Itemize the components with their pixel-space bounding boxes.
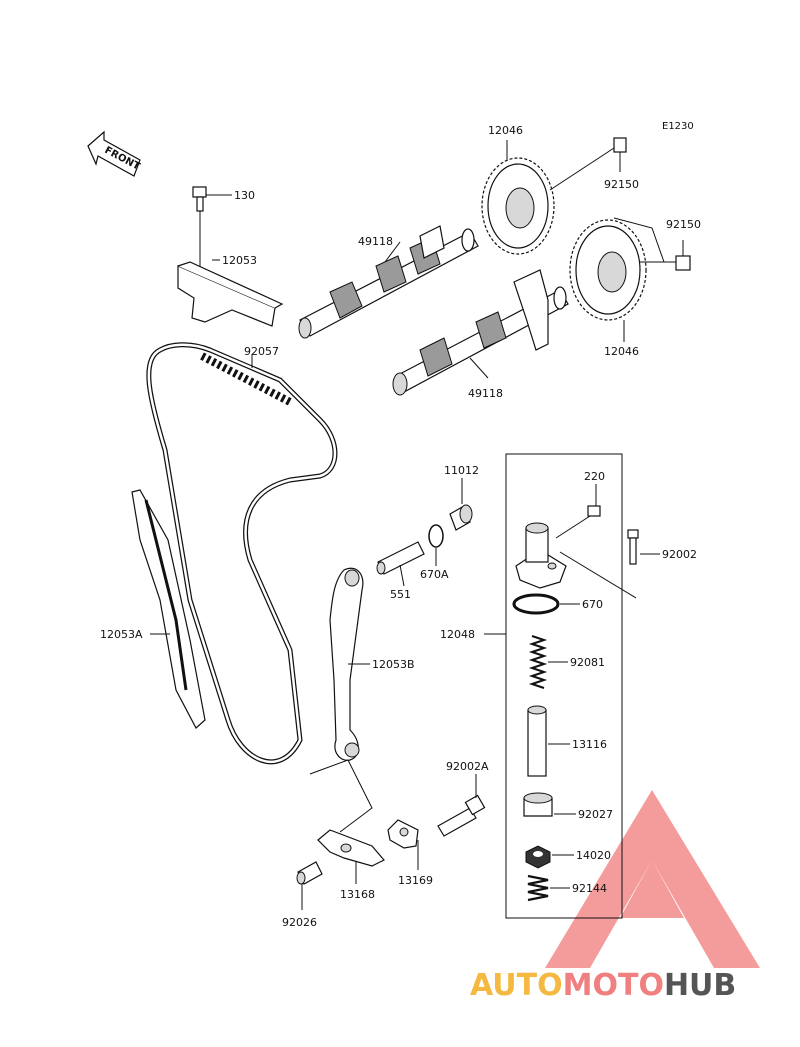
watermark-auto: AUTO — [470, 968, 563, 1003]
plate-13169 — [387, 819, 419, 870]
label-14020: 14020 — [576, 849, 611, 862]
collar-92026 — [296, 861, 323, 910]
chain-guide-12053 — [177, 259, 284, 327]
camshaft-49118-top — [298, 225, 479, 339]
label-13169: 13169 — [398, 874, 433, 887]
label-11012: 11012 — [444, 464, 479, 477]
label-92144: 92144 — [572, 882, 607, 895]
plunger-13116 — [527, 705, 570, 777]
label-92002A: 92002A — [446, 760, 489, 773]
label-13116: 13116 — [572, 738, 607, 751]
label-670: 670 — [582, 598, 603, 611]
watermark-triangle-icon — [545, 790, 760, 968]
label-92150-b: 92150 — [666, 218, 701, 231]
stopper-14020 — [525, 845, 574, 869]
label-92027: 92027 — [578, 808, 613, 821]
tensioner-body — [515, 522, 637, 599]
sprocket-12046-top — [481, 157, 555, 255]
label-12053A: 12053A — [100, 628, 143, 641]
bolt-92150-a — [549, 137, 627, 191]
chain-guide-12053A — [131, 489, 206, 729]
tensioner-guide-12053B — [329, 567, 370, 761]
label-13168: 13168 — [340, 888, 375, 901]
bracket-13168 — [309, 759, 385, 884]
label-49118-top: 49118 — [358, 235, 393, 248]
camshaft-49118-bottom — [392, 269, 569, 396]
label-551: 551 — [390, 588, 411, 601]
label-220: 220 — [584, 470, 605, 483]
pin-551 — [376, 541, 425, 587]
plug-11012 — [449, 478, 473, 531]
label-92026: 92026 — [282, 916, 317, 929]
bolt-92150-b — [613, 217, 691, 271]
watermark-logo: AUTOMOTOHUB — [470, 790, 760, 1003]
label-130: 130 — [234, 189, 255, 202]
spring-92144 — [527, 874, 570, 902]
label-92081: 92081 — [570, 656, 605, 669]
watermark-moto: MOTO — [563, 968, 664, 1003]
o-ring-670A — [428, 524, 444, 566]
bolt-92002 — [627, 529, 660, 565]
front-arrow-icon: FRONT — [87, 130, 142, 177]
bolt-92002A — [437, 774, 486, 837]
sprocket-12046-right — [569, 219, 647, 321]
sleeve-92027 — [523, 792, 576, 817]
label-12046-top: 12046 — [488, 124, 523, 137]
label-49118-bottom: 49118 — [468, 387, 503, 400]
tensioner-box-12048 — [484, 453, 623, 919]
label-92150-a: 92150 — [604, 178, 639, 191]
cam-chain-92057 — [146, 342, 338, 765]
label-670A: 670A — [420, 568, 449, 581]
o-ring-670 — [512, 593, 580, 615]
bolt-220 — [555, 484, 601, 539]
label-92002: 92002 — [662, 548, 697, 561]
spring-92081 — [528, 635, 568, 689]
label-92057: 92057 — [244, 345, 279, 358]
label-12053B: 12053B — [372, 658, 415, 671]
svg-text:AUTOMOTOHUB: AUTOMOTOHUB — [470, 968, 736, 1003]
diagram-code: E1230 — [662, 121, 694, 132]
watermark-hub: HUB — [664, 968, 736, 1003]
label-12053: 12053 — [222, 254, 257, 267]
label-12048: 12048 — [440, 628, 475, 641]
label-12046-right: 12046 — [604, 345, 639, 358]
